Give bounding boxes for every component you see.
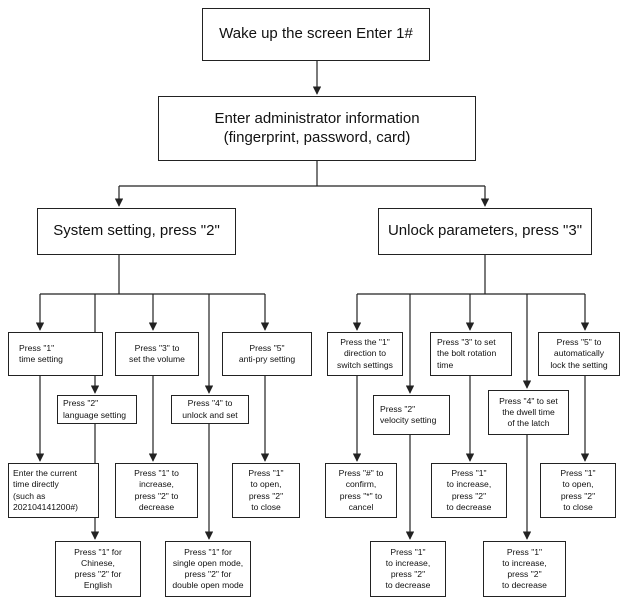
s2-line-2: language setting bbox=[63, 409, 127, 420]
s4a-line-4: double open mode bbox=[172, 580, 244, 591]
u4a-line-2: to increase, bbox=[502, 557, 547, 568]
unlock-parameters-node: Unlock parameters, press "3" bbox=[378, 208, 592, 255]
u3a-line-4: to decrease bbox=[446, 501, 492, 512]
u4a-line-1: Press "1" bbox=[506, 546, 543, 557]
bolt-time-adjust-node: Press "1" to increase, press "2" to decr… bbox=[431, 463, 507, 518]
s1a-line-1: Enter the current bbox=[13, 468, 78, 479]
s2a-line-2: Chinese, bbox=[81, 557, 115, 568]
open-mode-node: Press "1" for single open mode, press "2… bbox=[165, 541, 251, 597]
u2a-line-4: to decrease bbox=[385, 580, 431, 591]
u1-line-2: direction to bbox=[343, 348, 387, 359]
s3-line-1: Press "3" to bbox=[134, 342, 180, 353]
u2a-line-3: press "2" bbox=[390, 569, 426, 579]
s2a-line-4: English bbox=[83, 580, 113, 591]
u4-line-1: Press "4" to set bbox=[499, 395, 558, 406]
language-choice-node: Press "1" for Chinese, press "2" for Eng… bbox=[55, 541, 141, 597]
unlock-line-1: Unlock parameters, press "3" bbox=[387, 222, 583, 240]
u5-line-1: Press "5" to bbox=[556, 337, 602, 348]
s4-line-2: unlock and set bbox=[182, 409, 238, 420]
s1a-line-4: 202104141200#) bbox=[13, 501, 78, 512]
admin-line-2: (fingerprint, password, card) bbox=[223, 128, 411, 146]
admin-info-node: Enter administrator information (fingerp… bbox=[158, 96, 476, 161]
s5a-line-2: to open, bbox=[250, 479, 282, 490]
time-entry-node: Enter the current time directly (such as… bbox=[8, 463, 99, 518]
u1-line-3: switch settings bbox=[337, 359, 393, 370]
bolt-rotation-node: Press "3" to set the bolt rotation time bbox=[430, 332, 512, 376]
volume-setting-node: Press "3" to set the volume bbox=[115, 332, 199, 376]
u2-line-2: velocity setting bbox=[380, 415, 437, 425]
s2-line-1: Press "2" bbox=[63, 398, 99, 409]
s5a-line-1: Press "1" bbox=[248, 468, 284, 479]
admin-line-1: Enter administrator information bbox=[214, 109, 420, 127]
u2-line-1: Press "2" bbox=[380, 403, 416, 414]
system-setting-node: System setting, press "2" bbox=[37, 208, 236, 255]
u3a-line-1: Press "1" bbox=[451, 468, 487, 479]
direction-setting-node: Press the "1" direction to switch settin… bbox=[327, 332, 403, 376]
s4a-line-3: press "2" for bbox=[184, 569, 232, 579]
s1-line-1: Press "1" bbox=[19, 342, 55, 353]
s4-line-1: Press "4" to bbox=[187, 398, 233, 409]
auto-lock-node: Press "5" to automatically lock the sett… bbox=[538, 332, 620, 376]
s2a-line-1: Press "1" for bbox=[74, 546, 122, 557]
u5-line-2: automatically bbox=[553, 348, 605, 359]
u1a-line-2: confirm, bbox=[345, 479, 377, 490]
u1-line-1: Press the "1" bbox=[340, 337, 390, 348]
s3a-line-3: press "2" to bbox=[134, 490, 179, 501]
wake-line-1: Wake up the screen Enter 1# bbox=[219, 25, 413, 43]
s5-line-2: anti-pry setting bbox=[238, 354, 296, 364]
u4-line-3: of the latch bbox=[507, 418, 550, 429]
s1a-line-2: time directly bbox=[13, 479, 59, 490]
velocity-setting-node: Press "2" velocity setting bbox=[373, 395, 450, 435]
anti-pry-setting-node: Press "5" anti-pry setting bbox=[222, 332, 312, 376]
u2a-line-2: to increase, bbox=[385, 557, 431, 568]
s5-line-1: Press "5" bbox=[249, 342, 285, 353]
confirm-cancel-node: Press "#" to confirm, press "*" to cance… bbox=[325, 463, 397, 518]
unlock-set-node: Press "4" to unlock and set bbox=[171, 395, 249, 424]
u5-line-3: lock the setting bbox=[550, 359, 608, 370]
latch-dwell-node: Press "4" to set the dwell time of the l… bbox=[488, 390, 569, 435]
wake-screen-node: Wake up the screen Enter 1# bbox=[202, 8, 430, 61]
u1a-line-4: cancel bbox=[348, 501, 374, 512]
s4a-line-1: Press "1" for bbox=[184, 546, 232, 557]
time-setting-node: Press "1" time setting bbox=[8, 332, 103, 376]
u5a-line-2: to open, bbox=[562, 479, 594, 490]
system-line-1: System setting, press "2" bbox=[53, 222, 220, 240]
u3a-line-2: to increase, bbox=[446, 479, 492, 490]
u3-line-2: the bolt rotation bbox=[437, 348, 497, 359]
s3-line-2: set the volume bbox=[129, 354, 185, 364]
s1-line-2: time setting bbox=[19, 354, 63, 364]
u5a-line-3: press "2" bbox=[560, 490, 596, 501]
dwell-time-adjust-node: Press "1" to increase, press "2" to decr… bbox=[483, 541, 566, 597]
u2a-line-1: Press "1" bbox=[390, 546, 426, 557]
u4a-line-3: press "2" bbox=[507, 569, 542, 579]
auto-lock-toggle-node: Press "1" to open, press "2" to close bbox=[540, 463, 616, 518]
s3a-line-2: increase, bbox=[139, 479, 174, 490]
language-setting-node: Press "2" language setting bbox=[57, 395, 137, 424]
u4-line-2: the dwell time bbox=[502, 406, 555, 417]
u5a-line-4: to close bbox=[563, 501, 593, 512]
s3a-line-4: decrease bbox=[138, 501, 175, 512]
s3a-line-1: Press "1" to bbox=[134, 468, 179, 479]
s5a-line-4: to close bbox=[251, 501, 281, 512]
u1a-line-3: press "*" to bbox=[339, 490, 383, 501]
s5a-line-3: press "2" bbox=[248, 490, 284, 501]
u5a-line-1: Press "1" bbox=[560, 468, 596, 479]
u3a-line-3: press "2" bbox=[451, 490, 487, 501]
s2a-line-3: press "2" for bbox=[74, 569, 122, 579]
velocity-adjust-node: Press "1" to increase, press "2" to decr… bbox=[370, 541, 446, 597]
u1a-line-1: Press "#" to bbox=[338, 468, 384, 479]
anti-pry-toggle-node: Press "1" to open, press "2" to close bbox=[232, 463, 300, 518]
u3-line-3: time bbox=[437, 359, 454, 370]
volume-adjust-node: Press "1" to increase, press "2" to decr… bbox=[115, 463, 198, 518]
s1a-line-3: (such as bbox=[13, 490, 46, 501]
u4a-line-4: to decrease bbox=[502, 580, 547, 591]
u3-line-1: Press "3" to set bbox=[437, 337, 496, 348]
s4a-line-2: single open mode, bbox=[172, 557, 244, 568]
